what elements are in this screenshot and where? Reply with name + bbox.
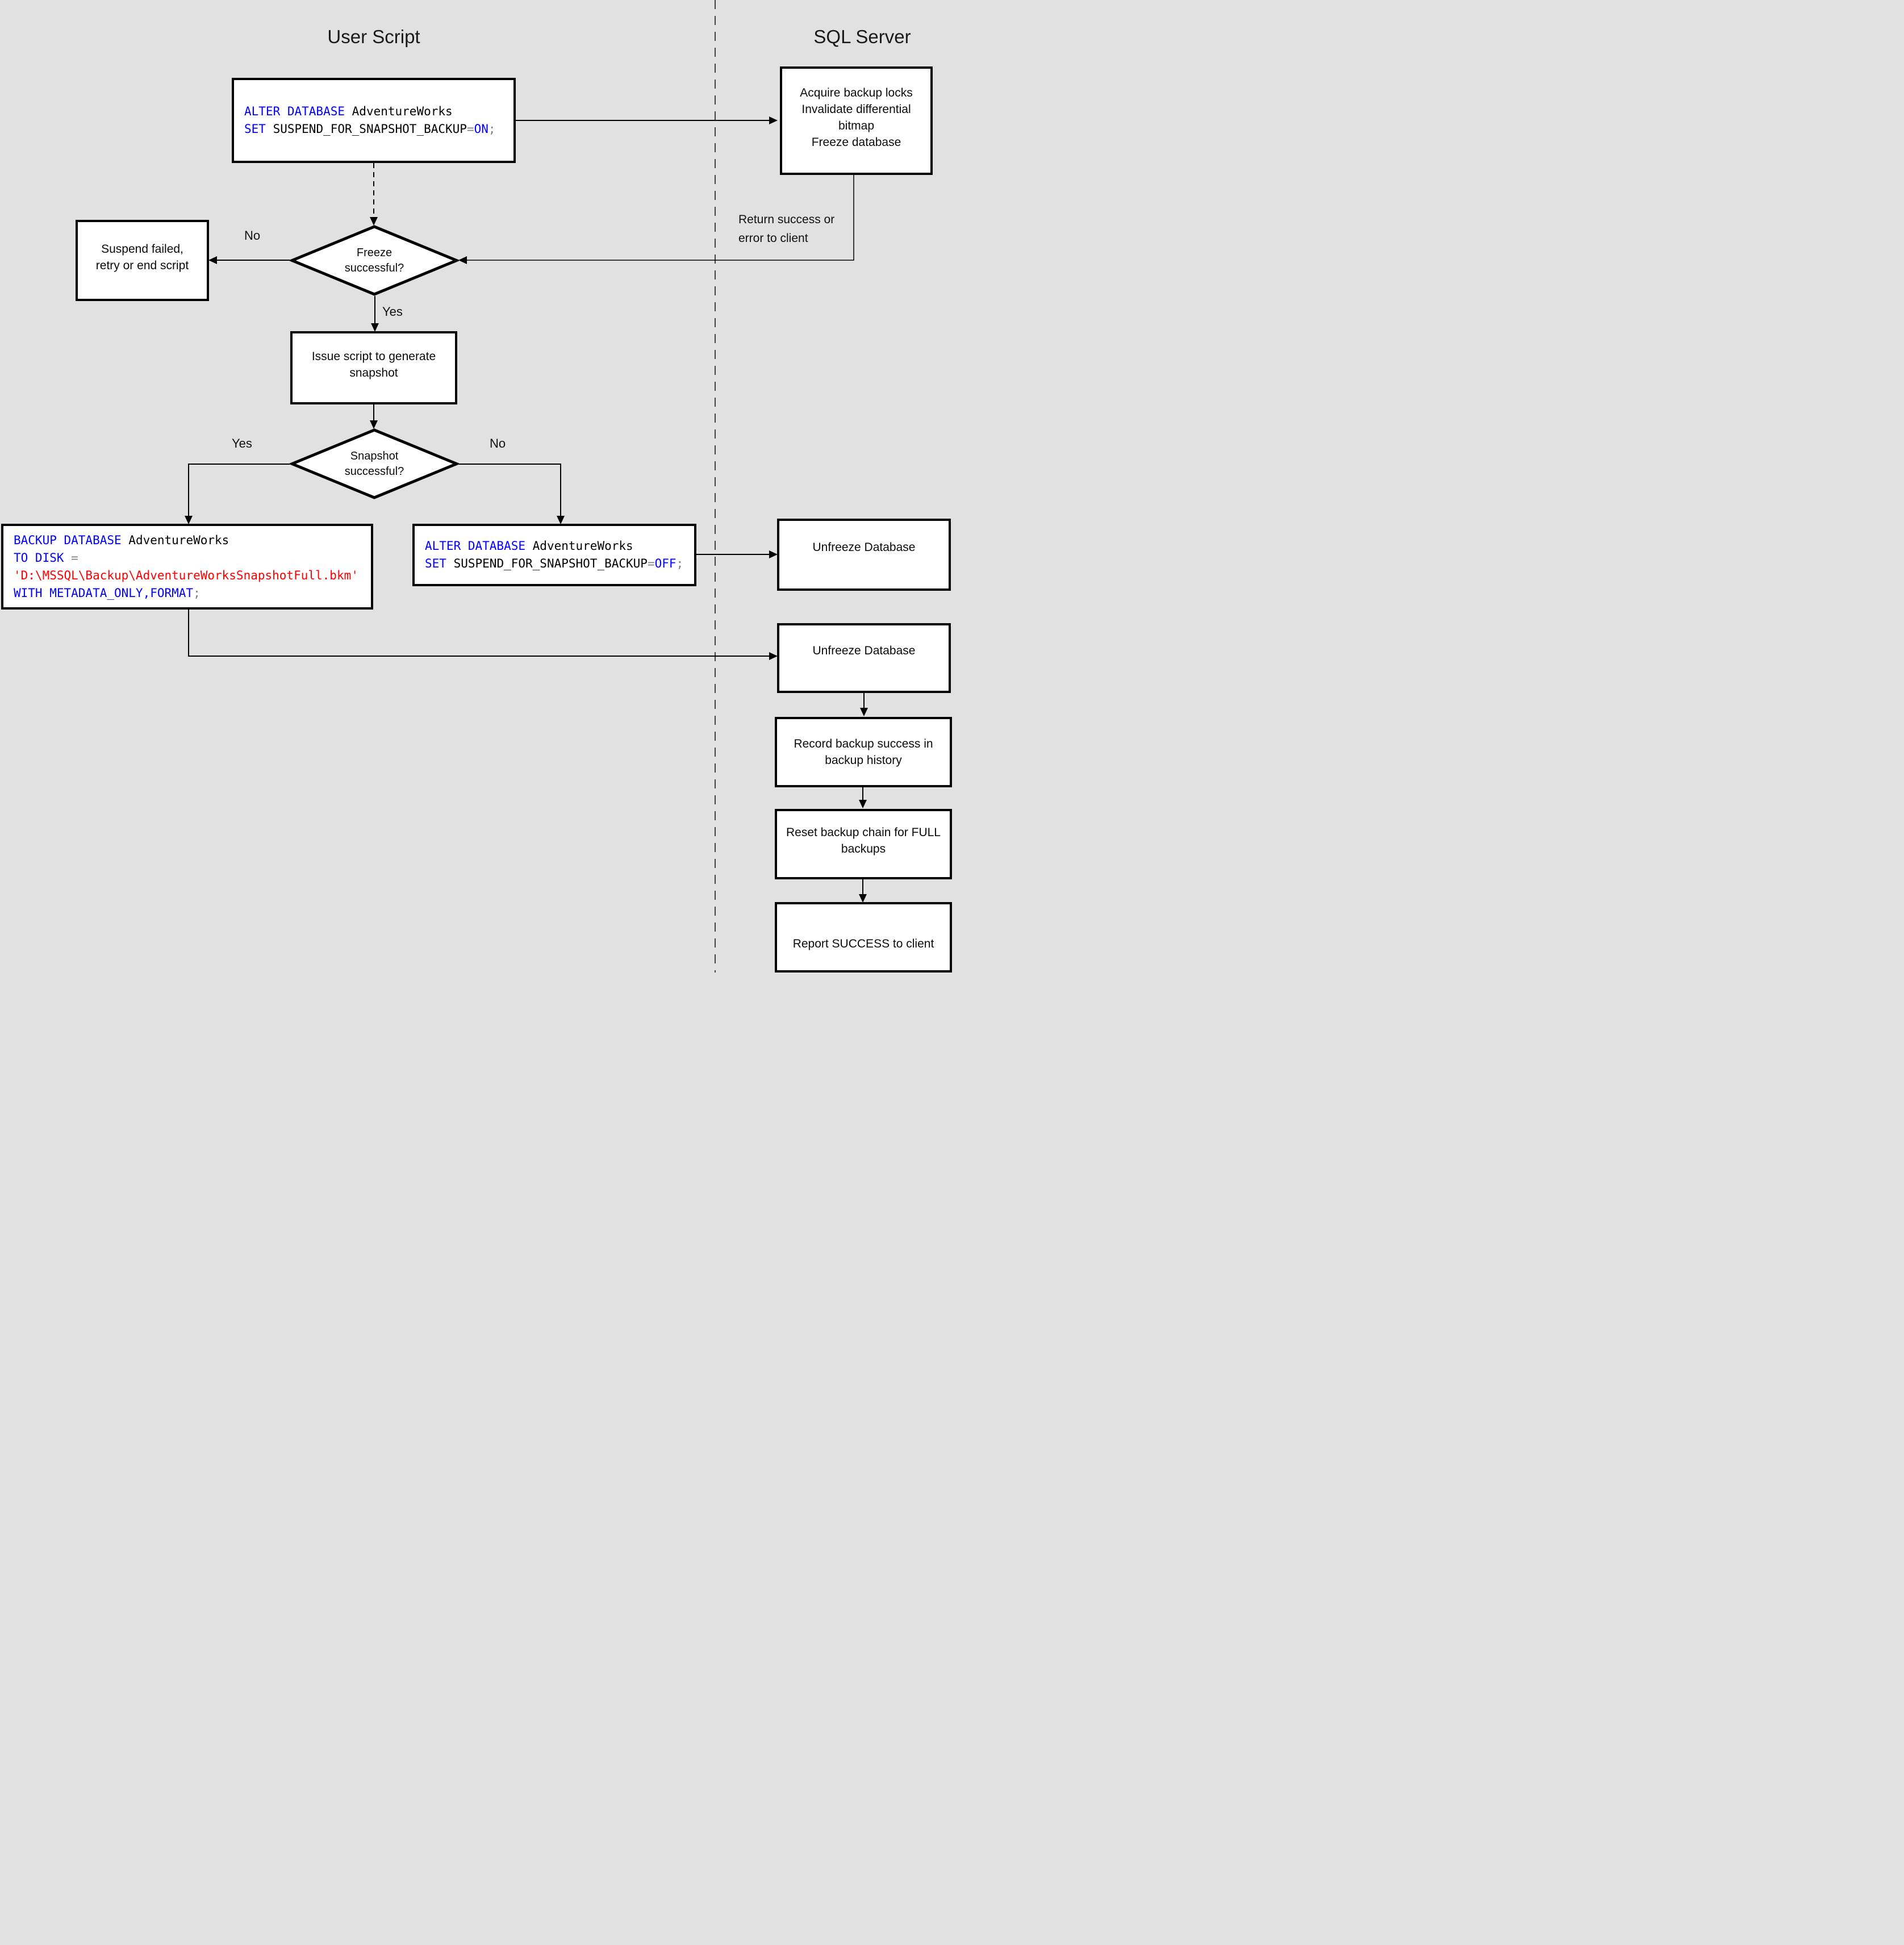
node-text-line: retry or end script — [95, 258, 189, 272]
node-text-line: Unfreeze Database — [812, 541, 916, 554]
left-column-header: User Script — [327, 26, 420, 47]
arrowhead-freeze-top — [370, 217, 378, 226]
decision-snapshot-successful: Snapshot successful? — [290, 428, 459, 499]
sql-keyword: SET — [425, 557, 446, 570]
arrowhead-report — [859, 894, 867, 903]
code-line: ALTER DATABASE AdventureWorks — [234, 103, 513, 120]
arrowhead-snapshot-top — [370, 420, 378, 429]
arrowhead-freeze-right — [458, 256, 467, 264]
code-line: SET SUSPEND_FOR_SNAPSHOT_BACKUP=ON; — [234, 120, 513, 138]
sql-keyword: OFF — [654, 557, 677, 570]
node-text-line: backups — [841, 842, 886, 855]
diamond-shape — [290, 225, 459, 296]
node-reset-backup-chain: Reset backup chain for FULL backups — [775, 809, 952, 879]
node-text-line: Record backup success in — [794, 737, 933, 750]
node-text-line: snapshot — [349, 366, 398, 379]
sql-identifier: AdventureWorks — [345, 105, 453, 118]
sql-keyword: ON — [474, 122, 488, 136]
sql-string: 'D:\MSSQL\Backup\AdventureWorksSnapshotF… — [14, 568, 358, 582]
edge-acquire-return-to-freeze — [466, 175, 854, 261]
edge-backup-to-unfreeze2 — [188, 610, 770, 657]
arrowhead-reset — [859, 800, 867, 808]
sql-operator: = — [64, 550, 78, 565]
node-text-line: successful? — [344, 465, 404, 478]
node-text-line: Snapshot — [350, 449, 399, 462]
code-line: 'D:\MSSQL\Backup\AdventureWorksSnapshotF… — [3, 567, 371, 585]
code-line: WITH METADATA_ONLY,FORMAT; — [3, 585, 371, 602]
sql-operator: ; — [488, 122, 496, 136]
connector-layer — [185, 0, 868, 972]
node-unfreeze-database-2: Unfreeze Database — [777, 623, 951, 693]
node-text-line: bitmap — [838, 119, 875, 132]
node-text-line: backup history — [825, 754, 902, 767]
sql-operator: = — [647, 557, 655, 570]
code-line: TO DISK = — [3, 549, 371, 567]
node-text-line: Invalidate differential — [801, 102, 911, 116]
code-line: BACKUP DATABASE AdventureWorks — [3, 532, 371, 549]
sql-identifier: SUSPEND_FOR_SNAPSHOT_BACKUP — [265, 122, 467, 136]
node-text-line: Suspend failed, — [101, 242, 183, 256]
arrowhead-unfreeze1 — [769, 550, 778, 558]
node-suspend-failed: Suspend failed, retry or end script — [76, 220, 209, 301]
node-alter-suspend-off: ALTER DATABASE AdventureWorks SET SUSPEN… — [412, 524, 696, 586]
note-line: Return success or — [738, 213, 835, 226]
arrowhead-unfreeze2 — [769, 652, 778, 660]
node-text-line: Issue script to generate — [311, 349, 436, 363]
code-line: SET SUSPEND_FOR_SNAPSHOT_BACKUP=OFF; — [415, 555, 694, 573]
node-issue-script: Issue script to generate snapshot — [290, 331, 457, 404]
edge-label-freeze-yes: Yes — [382, 304, 403, 319]
sql-keyword: WITH METADATA_ONLY,FORMAT — [14, 586, 194, 600]
edge-label-snapshot-no: No — [490, 436, 506, 450]
sql-keyword: ALTER DATABASE — [425, 539, 526, 553]
node-text-line: Reset backup chain for FULL — [786, 826, 941, 839]
edge-label-freeze-no: No — [244, 228, 261, 243]
diamond-shape — [290, 428, 459, 499]
return-success-note: Return success or error to client — [738, 210, 834, 248]
decision-freeze-successful: Freeze successful? — [290, 225, 459, 296]
sql-keyword: SET — [244, 122, 266, 136]
node-report-success: Report SUCCESS to client — [775, 902, 952, 972]
diamond-text: Freeze successful? — [290, 225, 459, 296]
node-alter-suspend-on: ALTER DATABASE AdventureWorks SET SUSPEN… — [232, 78, 516, 163]
flowchart-canvas: User Script SQL Server — [0, 0, 952, 972]
sql-identifier: AdventureWorks — [121, 533, 229, 547]
node-text-line: Acquire backup locks — [800, 86, 913, 99]
sql-keyword: BACKUP DATABASE — [14, 533, 122, 547]
node-text-line: successful? — [344, 261, 404, 274]
right-column-header: SQL Server — [813, 26, 911, 47]
node-acquire-backup-locks: Acquire backup locks Invalidate differen… — [780, 66, 933, 175]
arrowhead-issue — [371, 323, 379, 332]
node-unfreeze-database-1: Unfreeze Database — [777, 519, 951, 591]
sql-keyword: TO DISK — [14, 550, 64, 565]
arrowhead-record — [860, 708, 868, 716]
note-line: error to client — [738, 232, 808, 245]
edge-snapshot-no-to-alteroff — [459, 464, 561, 517]
code-line: ALTER DATABASE AdventureWorks — [415, 537, 694, 555]
sql-operator: ; — [676, 557, 684, 570]
node-backup-database: BACKUP DATABASE AdventureWorks TO DISK =… — [1, 524, 373, 610]
arrowhead-alteroff — [557, 516, 565, 524]
edge-label-snapshot-yes: Yes — [232, 436, 252, 450]
node-text-line: Report SUCCESS to client — [792, 937, 934, 950]
sql-identifier: SUSPEND_FOR_SNAPSHOT_BACKUP — [446, 557, 648, 570]
node-text-line: Freeze — [356, 246, 393, 259]
arrowhead-acquire — [769, 116, 778, 124]
arrowhead-suspend — [208, 256, 217, 264]
sql-keyword: ALTER DATABASE — [244, 105, 345, 118]
arrowhead-backup — [185, 516, 193, 524]
diamond-text: Snapshot successful? — [290, 428, 459, 499]
node-text-line: Unfreeze Database — [812, 644, 916, 657]
sql-identifier: AdventureWorks — [525, 539, 633, 553]
sql-operator: ; — [193, 586, 201, 600]
node-record-backup-success: Record backup success in backup history — [775, 717, 952, 787]
sql-operator: = — [466, 122, 474, 136]
node-text-line: Freeze database — [811, 135, 901, 149]
edge-snapshot-yes-to-backup — [188, 464, 290, 517]
